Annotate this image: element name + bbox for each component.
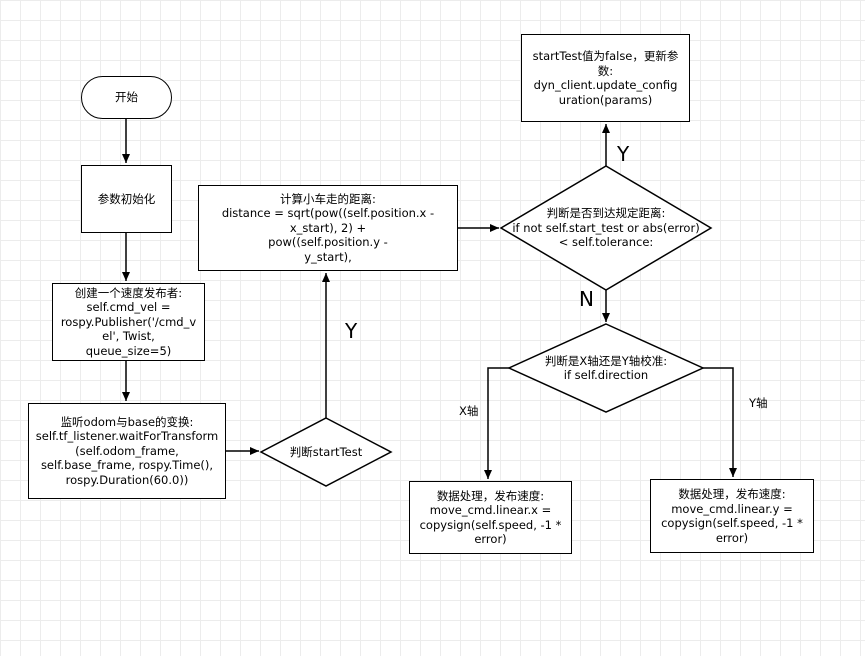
judge-axis-label: 判断是X轴还是Y轴校准: if self.direction xyxy=(544,353,668,383)
judge-distance-label: 判断是否到达规定距离: if not self.start_test or ab… xyxy=(512,206,700,250)
start-node: 开始 xyxy=(81,76,172,119)
edge-axis-x xyxy=(484,367,509,479)
tf-transform-node: 监听odom与base的变换: self.tf_listener.waitFor… xyxy=(28,403,226,499)
create-publisher-node: 创建一个速度发布者: self.cmd_vel = rospy.Publishe… xyxy=(52,283,205,361)
edge-axis-y xyxy=(703,367,737,477)
axis-y-label: Y轴 xyxy=(749,396,768,410)
distance-no-label: N xyxy=(579,287,594,311)
start-yes-label: Y xyxy=(345,319,358,343)
judge-start-label: 判断startTest xyxy=(289,444,363,459)
judge-axis-diamond xyxy=(507,323,705,413)
judge-start-diamond xyxy=(259,417,393,487)
axis-x-label: X轴 xyxy=(459,404,479,418)
process-x-node: 数据处理，发布速度: move_cmd.linear.x = copysign(… xyxy=(409,481,572,554)
distance-yes-label: Y xyxy=(617,142,630,166)
update-config-node: startTest值为false，更新参 数: dyn_client.updat… xyxy=(521,34,690,122)
compute-distance-node: 计算小车走的距离: distance = sqrt(pow((self.posi… xyxy=(198,185,458,271)
init-params-node: 参数初始化 xyxy=(81,165,172,233)
process-y-node: 数据处理，发布速度: move_cmd.linear.y = copysign(… xyxy=(650,479,814,553)
